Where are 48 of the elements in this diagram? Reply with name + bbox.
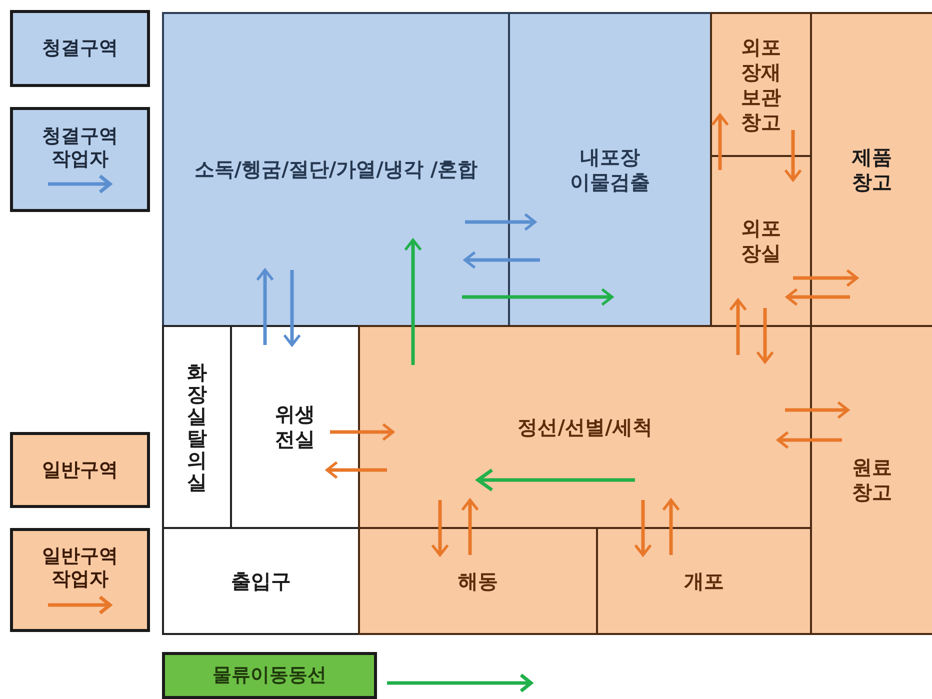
arrow — [728, 298, 748, 355]
arrow — [462, 288, 614, 306]
room-label: 출입구 — [231, 568, 291, 594]
arrow — [404, 238, 422, 365]
arrow — [793, 268, 858, 288]
legend-label: 일반구역 작업자 — [41, 545, 119, 591]
room-label: 개포 — [684, 568, 724, 594]
arrow — [756, 308, 774, 364]
room — [162, 12, 510, 327]
arrow — [634, 500, 652, 556]
room-label: 내포장 이물검출 — [569, 144, 651, 194]
room-label: 소독/헹굼/절단/가열/냉각 /혼합 — [193, 157, 479, 182]
room-label: 외포장실 — [740, 216, 782, 266]
arrow — [326, 460, 387, 480]
room — [710, 12, 812, 157]
room — [710, 155, 812, 327]
room-label: 위생전실 — [274, 402, 316, 452]
room-label: 외포장재 보관창고 — [740, 34, 782, 134]
room — [358, 325, 812, 529]
arrow — [662, 498, 680, 555]
legend-label: 청결구역 작업자 — [41, 124, 119, 170]
arrow — [330, 422, 394, 442]
room — [508, 12, 712, 327]
legend-label: 청결구역 — [41, 37, 119, 60]
arrow — [282, 270, 302, 346]
room — [810, 12, 932, 327]
room-label: 해동 — [458, 568, 498, 594]
arrow — [784, 130, 802, 182]
room — [810, 325, 932, 635]
room — [162, 527, 360, 635]
arrow — [710, 114, 730, 170]
room — [162, 325, 232, 529]
arrow — [256, 268, 274, 345]
legend-label: 일반구역 — [41, 458, 119, 482]
arrow — [464, 250, 540, 270]
room-label: 화장실탈의실 — [187, 361, 207, 493]
room-label: 원료 창고 — [851, 455, 893, 505]
arrow — [465, 212, 536, 232]
arrow — [430, 500, 450, 556]
room-label: 정선/선별/세척 — [518, 414, 652, 440]
legend-label: 물류이동동선 — [212, 664, 326, 687]
room-label: 제품 창고 — [850, 144, 893, 194]
room — [358, 527, 598, 635]
room — [596, 527, 812, 635]
arrow — [785, 400, 850, 420]
arrow — [786, 288, 850, 306]
arrow — [776, 430, 842, 450]
arrow — [460, 498, 480, 555]
